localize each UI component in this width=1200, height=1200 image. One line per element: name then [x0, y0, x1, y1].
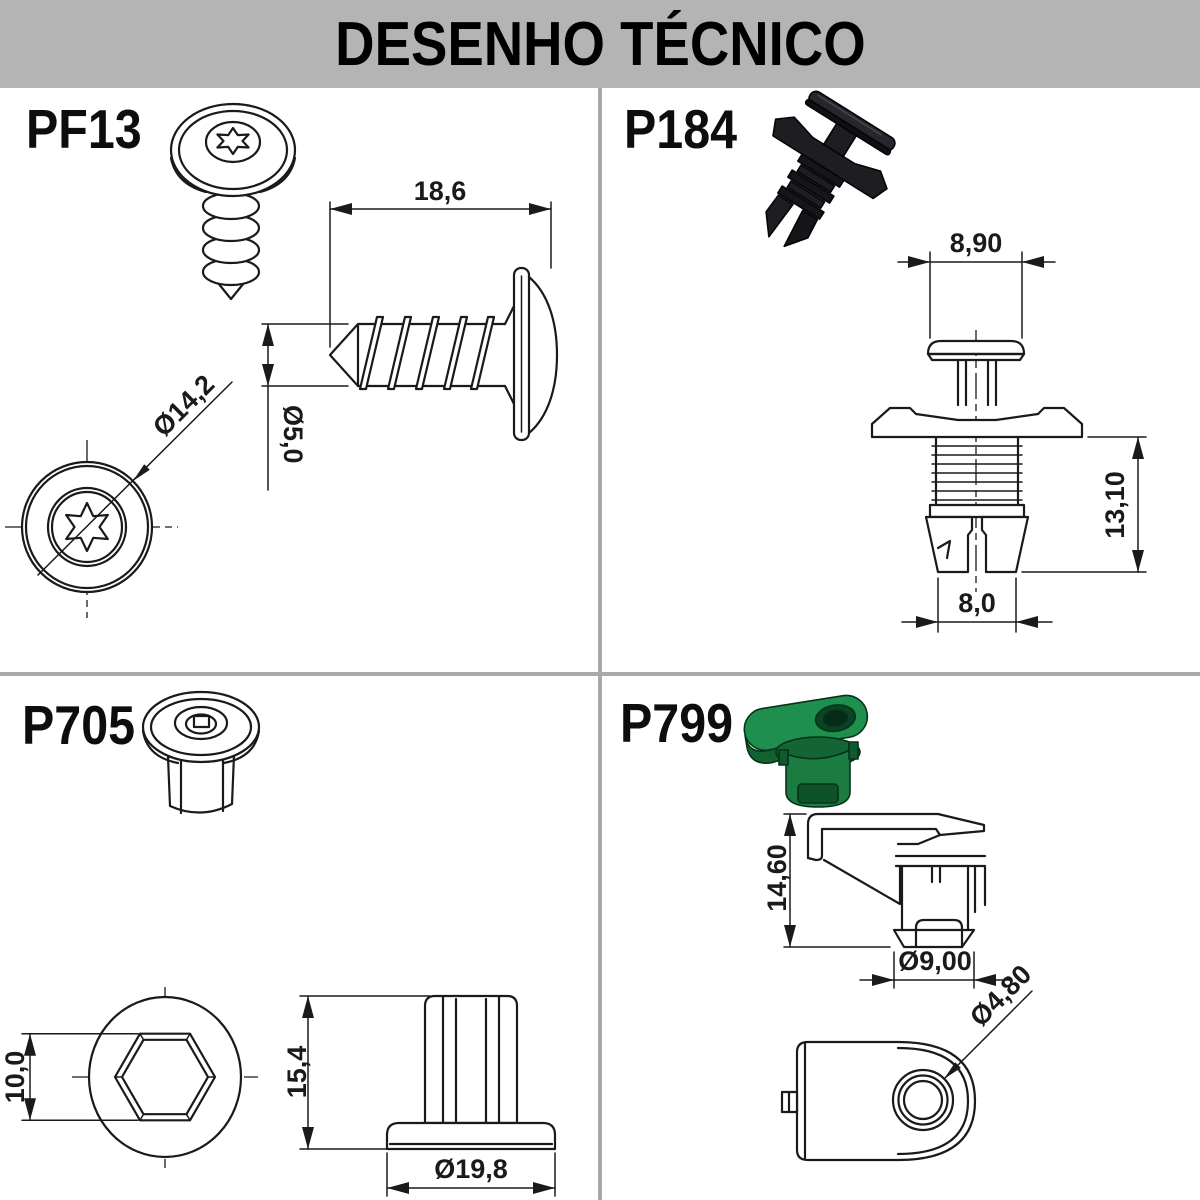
p799-pictorial-icon	[743, 694, 869, 808]
dim-length-value: 18,6	[414, 176, 467, 206]
part-label-p184: P184	[624, 98, 738, 160]
p184-pictorial-icon	[765, 90, 896, 248]
dim-body-dia-value: Ø9,00	[898, 946, 972, 976]
pf13-quadrant: 18,6 Ø5,0 Ø14,2	[5, 102, 559, 618]
p705-dim-flange-dia: Ø19,8	[386, 1152, 556, 1197]
dim-shank-length-value: 13,10	[1100, 471, 1130, 539]
dim-thread-dia-value: Ø5,0	[278, 405, 308, 464]
p184-dim-shank-length: 13,10	[1021, 436, 1147, 573]
p184-quadrant: 8,90 13,10 8,0	[765, 90, 1147, 633]
dim-leg-span-value: 8,0	[958, 588, 996, 618]
p705-pictorial-icon	[141, 690, 261, 815]
dim-flange-dia-value: Ø19,8	[434, 1154, 508, 1184]
p799-dim-height: 14,60	[762, 813, 891, 948]
pf13-dim-thread-dia: Ø5,0	[261, 323, 349, 491]
p705-side-view	[385, 994, 557, 1151]
dim-head-width-value: 8,90	[950, 228, 1003, 258]
dim-hole-dia-value: Ø4,80	[964, 959, 1037, 1032]
pf13-side-view	[328, 266, 559, 442]
p184-dim-leg-span: 8,0	[901, 577, 1053, 633]
p705-dim-height: 15,4	[282, 995, 431, 1150]
p799-top-view	[780, 1040, 977, 1162]
p705-bottom-view	[72, 987, 258, 1168]
part-label-p705: P705	[22, 694, 136, 756]
dim-clip-height-value: 14,60	[762, 844, 792, 912]
pf13-pictorial-icon	[169, 102, 297, 301]
part-label-pf13: PF13	[26, 98, 142, 160]
pf13-top-view	[5, 440, 178, 618]
part-label-p799: P799	[620, 692, 734, 754]
dim-hex-width-value: 10,0	[0, 1051, 30, 1104]
p705-dim-hex-width: 10,0	[0, 1032, 139, 1122]
horizontal-divider	[0, 672, 1200, 676]
pf13-dim-length: 18,6	[329, 176, 552, 348]
p705-quadrant: 10,0 15,4 Ø19,8	[0, 690, 557, 1197]
p799-side-view	[806, 812, 987, 949]
p799-quadrant: 14,60 Ø9,00 Ø4,80	[743, 694, 1037, 1162]
vertical-divider	[598, 88, 602, 1200]
p184-drawing	[870, 330, 1084, 592]
page-title: DESENHO TÉCNICO	[334, 9, 866, 79]
title-banner: DESENHO TÉCNICO	[0, 0, 1200, 88]
p184-dim-head-width: 8,90	[897, 228, 1056, 339]
p799-dim-body-dia: Ø9,00	[859, 946, 1011, 989]
dim-height-value: 15,4	[282, 1046, 312, 1099]
